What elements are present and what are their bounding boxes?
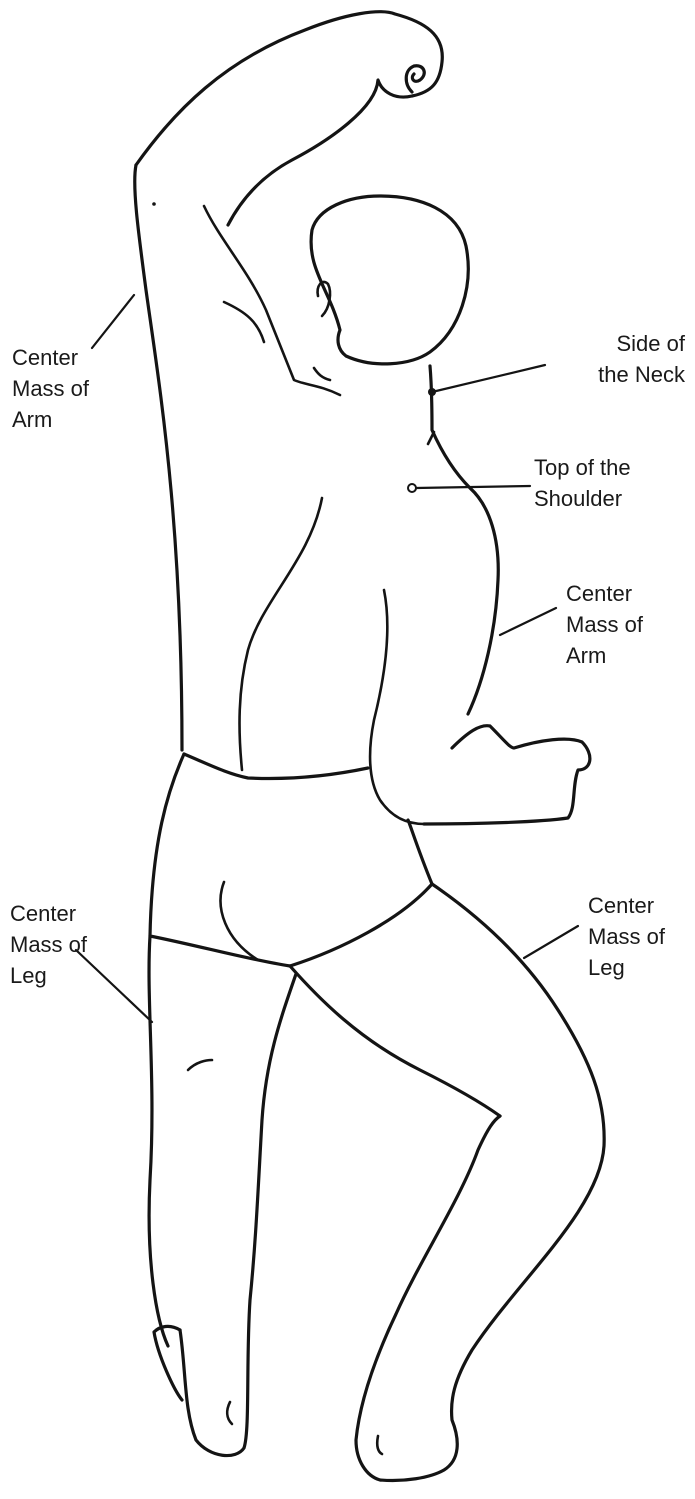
elbow-mark: [152, 202, 156, 206]
label-line: Side of: [598, 328, 685, 359]
label-top-of-shoulder: Top of the Shoulder: [534, 452, 631, 514]
label-line: Center: [12, 342, 89, 373]
upper-arm-crease: [314, 368, 330, 380]
left-leg-outline: [149, 936, 168, 1346]
right-leg-outline: [356, 884, 604, 1481]
label-line: Leg: [588, 952, 665, 983]
side-of-neck-marker: [428, 388, 436, 396]
left-heel-mark: [227, 1402, 232, 1424]
knee-crease: [188, 1060, 212, 1070]
label-line: Mass of: [566, 609, 643, 640]
label-center-mass-leg-right: Center Mass of Leg: [588, 890, 665, 983]
label-line: Arm: [566, 640, 643, 671]
leader-leg-right: [524, 926, 578, 958]
left-leg-inner-contour: [180, 974, 296, 1456]
trunks-outline: [150, 754, 432, 966]
spine-line: [240, 498, 322, 770]
right-heel-mark: [377, 1436, 382, 1454]
bent-arm-outline: [424, 726, 590, 824]
label-line: Mass of: [588, 921, 665, 952]
neck-notch: [428, 432, 434, 444]
label-line: Arm: [12, 404, 89, 435]
label-line: Shoulder: [534, 483, 631, 514]
label-line: Center: [10, 898, 87, 929]
neck-right-contour: [430, 366, 498, 714]
left-foot-outline: [154, 1326, 182, 1400]
shoulder-blade-line: [224, 302, 264, 342]
top-of-shoulder-marker: [408, 484, 416, 492]
label-center-mass-leg-left: Center Mass of Leg: [10, 898, 87, 991]
label-side-of-neck: Side of the Neck: [598, 328, 685, 390]
label-line: Center: [588, 890, 665, 921]
label-line: Mass of: [12, 373, 89, 404]
right-thigh-inner-contour: [290, 966, 500, 1116]
raised-arm-outer-contour: [135, 165, 182, 750]
label-center-mass-arm-right: Center Mass of Arm: [566, 578, 643, 671]
label-line: Mass of: [10, 929, 87, 960]
leader-leg-left: [76, 950, 152, 1022]
label-line: Center: [566, 578, 643, 609]
waistband-line: [184, 754, 368, 779]
raised-arm-outline: [136, 12, 442, 225]
right-back-contour: [370, 590, 424, 824]
leader-arm-left: [92, 295, 134, 348]
label-center-mass-arm-left: Center Mass of Arm: [12, 342, 89, 435]
buttock-curve: [221, 882, 258, 960]
head-outline: [311, 196, 468, 364]
label-line: Top of the: [534, 452, 631, 483]
raised-fist-curl: [406, 66, 424, 92]
label-line: Leg: [10, 960, 87, 991]
leader-shoulder: [416, 486, 530, 488]
leader-neck: [432, 365, 545, 392]
label-line: the Neck: [598, 359, 685, 390]
leader-arm-right: [500, 608, 556, 635]
armpit-contour: [204, 206, 340, 395]
